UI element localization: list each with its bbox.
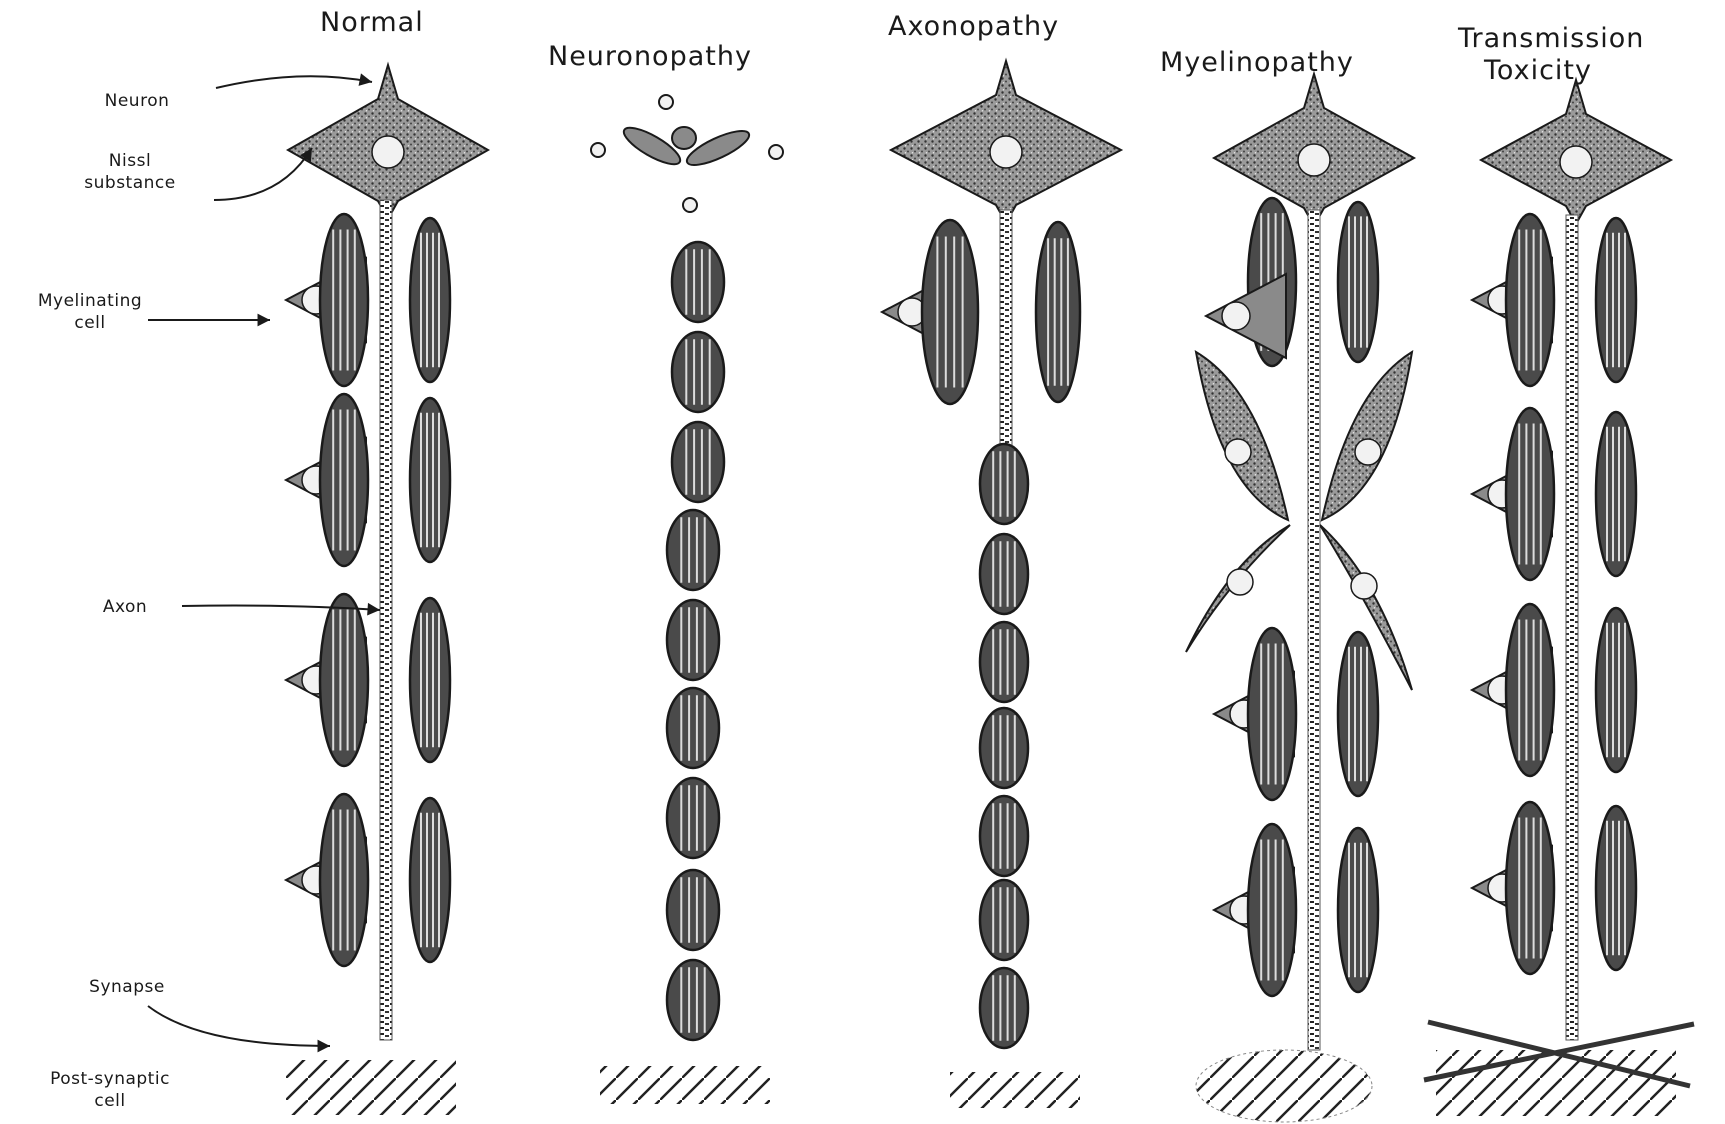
label-synapse: Synapse bbox=[72, 976, 182, 998]
transmission-segment-2-sheath-left bbox=[1506, 408, 1554, 580]
myelinopathy-detached-nucleus-2 bbox=[1355, 439, 1381, 465]
normal-segment-3-sheath-left bbox=[320, 594, 368, 766]
normal-segment-1-sheath-left bbox=[320, 214, 368, 386]
neuronopathy-ovoid-3 bbox=[672, 422, 724, 502]
myelinopathy-segment-lower-1-sheath-right bbox=[1338, 632, 1378, 796]
neuron-arrow bbox=[216, 76, 372, 88]
normal-segment-3-sheath-right bbox=[410, 598, 450, 762]
label-postsynaptic-line2: cell bbox=[25, 1090, 195, 1112]
neuronopathy-fragment-2 bbox=[591, 143, 605, 157]
axon-arrow-head bbox=[367, 603, 380, 616]
myelinopathy-cell-top-nucleus bbox=[1222, 302, 1250, 330]
transmission-neuron-nucleus bbox=[1560, 146, 1592, 178]
normal-postsynaptic-cell bbox=[286, 1060, 456, 1115]
normal-segment-1-sheath-right bbox=[410, 218, 450, 382]
label-myelinating-cell: Myelinating cell bbox=[5, 290, 175, 334]
neuronopathy-ovoid-8 bbox=[667, 870, 719, 950]
title-myelinopathy: Myelinopathy bbox=[1160, 48, 1354, 78]
axonopathy-axon bbox=[1000, 210, 1012, 450]
axonopathy-sheath-left bbox=[922, 220, 978, 404]
myelinopathy-detached-upper-left bbox=[1196, 352, 1288, 520]
label-neuron: Neuron bbox=[82, 90, 192, 112]
neuronopathy-ovoid-5 bbox=[667, 600, 719, 680]
axonopathy-ovoid-2 bbox=[980, 534, 1028, 614]
myelinopathy-segment-lower-2-sheath-left bbox=[1248, 824, 1296, 996]
title-toxicity: Toxicity bbox=[1484, 56, 1592, 86]
transmission-segment-3-sheath-right bbox=[1596, 608, 1636, 772]
neuronopathy-ovoid-4 bbox=[667, 510, 719, 590]
axonopathy-ovoid-3 bbox=[980, 622, 1028, 702]
neuronopathy-fragment-4 bbox=[683, 198, 697, 212]
transmission-segment-1-sheath-right bbox=[1596, 218, 1636, 382]
title-neuronopathy: Neuronopathy bbox=[548, 42, 752, 72]
label-postsynaptic: Post-synaptic cell bbox=[25, 1068, 195, 1112]
transmission-segment-3-sheath-left bbox=[1506, 604, 1554, 776]
myelinopathy-sheath-top-right bbox=[1338, 202, 1378, 362]
neuronopathy-ovoid-7 bbox=[667, 778, 719, 858]
synapse-arrow bbox=[148, 1006, 330, 1046]
label-myelinating-line2: cell bbox=[5, 312, 175, 334]
title-axonopathy: Axonopathy bbox=[888, 12, 1059, 42]
normal-segment-2-sheath-right bbox=[410, 398, 450, 562]
transmission-segment-1-sheath-left bbox=[1506, 214, 1554, 386]
axonopathy-neuron-nucleus bbox=[990, 136, 1022, 168]
label-axon: Axon bbox=[80, 596, 170, 618]
myelinopathy-detached-upper-right bbox=[1322, 352, 1412, 520]
neuron-arrow-head bbox=[359, 73, 372, 85]
neuronopathy-debris-center bbox=[672, 127, 696, 149]
transmission-segment-2-sheath-right bbox=[1596, 412, 1636, 576]
label-nissl-line1: Nissl bbox=[40, 150, 220, 172]
myelinating-cell-arrow-head bbox=[258, 314, 270, 327]
transmission-segment-4-sheath-left bbox=[1506, 802, 1554, 974]
neuronopathy-ovoid-2 bbox=[672, 332, 724, 412]
synapse-arrow-head bbox=[318, 1040, 330, 1053]
label-myelinating-line1: Myelinating bbox=[5, 290, 175, 312]
neuronopathy-fragment-1 bbox=[659, 95, 673, 109]
axonopathy-ovoid-5 bbox=[980, 796, 1028, 876]
transmission-segment-4-sheath-right bbox=[1596, 806, 1636, 970]
myelinopathy-detached-nucleus-1 bbox=[1225, 439, 1251, 465]
normal-axon bbox=[380, 200, 392, 1040]
myelinopathy-detached-nucleus-3 bbox=[1227, 569, 1253, 595]
myelinopathy-postsynaptic-cell bbox=[1196, 1050, 1372, 1122]
myelinopathy-segment-lower-1-sheath-left bbox=[1248, 628, 1296, 800]
axonopathy-ovoid-1 bbox=[980, 444, 1028, 524]
label-nissl: Nissl substance bbox=[40, 150, 220, 194]
label-nissl-line2: substance bbox=[40, 172, 220, 194]
normal-neuron-nucleus bbox=[372, 136, 404, 168]
transmission-postsynaptic-cell bbox=[1436, 1050, 1676, 1116]
title-normal: Normal bbox=[320, 8, 424, 38]
neuronopathy-ovoid-1 bbox=[672, 242, 724, 322]
normal-segment-4-sheath-right bbox=[410, 798, 450, 962]
normal-segment-4-sheath-left bbox=[320, 794, 368, 966]
title-transmission: Transmission bbox=[1458, 24, 1644, 54]
label-postsynaptic-line1: Post-synaptic bbox=[25, 1068, 195, 1090]
myelinopathy-axon bbox=[1308, 210, 1320, 1050]
myelinopathy-segment-lower-2-sheath-right bbox=[1338, 828, 1378, 992]
neuronopathy-postsynaptic-cell bbox=[600, 1066, 770, 1104]
myelinopathy-detached-nucleus-4 bbox=[1351, 573, 1377, 599]
axonopathy-postsynaptic-cell bbox=[950, 1072, 1080, 1108]
neuronopathy-ovoid-9 bbox=[667, 960, 719, 1040]
neuronopathy-fragment-3 bbox=[769, 145, 783, 159]
axonopathy-ovoid-6 bbox=[980, 880, 1028, 960]
transmission-axon bbox=[1566, 215, 1578, 1040]
neuronopathy-ovoid-6 bbox=[667, 688, 719, 768]
axonopathy-sheath-right bbox=[1036, 222, 1080, 402]
axonopathy-ovoid-4 bbox=[980, 708, 1028, 788]
myelinopathy-neuron-nucleus bbox=[1298, 144, 1330, 176]
axonopathy-ovoid-7 bbox=[980, 968, 1028, 1048]
normal-segment-2-sheath-left bbox=[320, 394, 368, 566]
